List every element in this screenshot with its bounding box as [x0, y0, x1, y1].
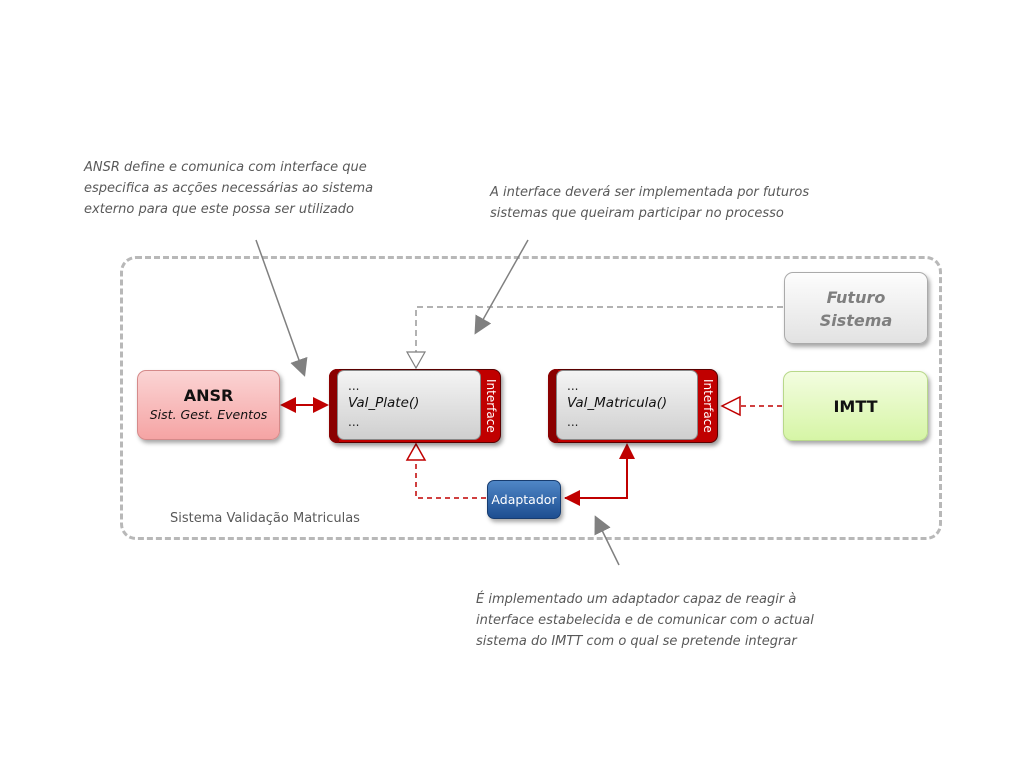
annotation-adapter: É implementado um adaptador capaz de rea…	[476, 589, 856, 652]
future-system-title-line: Futuro	[826, 288, 886, 307]
annotation-line: interface estabelecida e de comunicar co…	[476, 613, 814, 628]
ansr-subtitle: Sist. Gest. Eventos	[149, 407, 268, 422]
interface-body: ... Val_Matricula() ...	[556, 370, 698, 440]
imtt-title: IMTT	[833, 397, 878, 416]
hollow-triangle-icon	[405, 351, 427, 370]
interface-val-matricula[interactable]: ... Val_Matricula() ... Interface	[548, 369, 718, 443]
interface-dots: ...	[567, 415, 579, 429]
annotation-line: ANSR define e comunica com interface que	[84, 160, 367, 175]
annotation-ansr-interface: ANSR define e comunica com interface que…	[84, 157, 404, 220]
annotation-line: externo para que este possa ser utilizad…	[84, 202, 355, 217]
annotation-line: especifica as acções necessárias ao sist…	[84, 181, 374, 196]
annotation-arrow	[594, 515, 620, 566]
annotation-future-systems: A interface deverá ser implementada por …	[490, 182, 850, 224]
annotation-line: sistemas que queiram participar no proce…	[490, 206, 784, 221]
interface-strip	[329, 369, 339, 443]
hollow-triangle-icon	[405, 442, 427, 461]
ansr-node[interactable]: ANSR Sist. Gest. Eventos	[137, 370, 280, 440]
future-system-title: Futuro Sistema	[785, 286, 927, 332]
interface-dots: ...	[348, 379, 360, 393]
adapter-realization-line	[415, 460, 486, 499]
interface-label: Interface	[484, 379, 498, 433]
annotation-arrow	[474, 239, 529, 335]
future-system-title-line: Sistema	[819, 311, 893, 330]
interface-dots: ...	[348, 415, 360, 429]
hollow-triangle-icon	[720, 395, 741, 417]
imtt-node[interactable]: IMTT	[783, 371, 928, 441]
future-system-node[interactable]: Futuro Sistema	[784, 272, 928, 344]
interface-method: Val_Plate()	[348, 395, 420, 411]
interface-strip	[548, 369, 558, 443]
adapter-title: Adaptador	[491, 492, 557, 507]
system-boundary-label: Sistema Validação Matriculas	[170, 511, 360, 526]
adapter-node[interactable]: Adaptador	[487, 480, 561, 519]
annotation-line: sistema do IMTT com o qual se pretende i…	[476, 634, 797, 649]
adapter-imtt-link	[565, 443, 635, 499]
interface-method: Val_Matricula()	[567, 395, 668, 411]
interface-dots: ...	[567, 379, 579, 393]
interface-val-plate[interactable]: ... Val_Plate() ... Interface	[329, 369, 501, 443]
annotation-arrow	[255, 239, 308, 377]
system-boundary	[120, 256, 942, 540]
ansr-title: ANSR	[183, 386, 234, 405]
interface-label: Interface	[701, 379, 715, 433]
future-system-realization-line	[415, 306, 783, 352]
annotation-line: A interface deverá ser implementada por …	[490, 185, 810, 200]
annotation-line: É implementado um adaptador capaz de rea…	[476, 592, 797, 607]
interface-body: ... Val_Plate() ...	[337, 370, 481, 440]
